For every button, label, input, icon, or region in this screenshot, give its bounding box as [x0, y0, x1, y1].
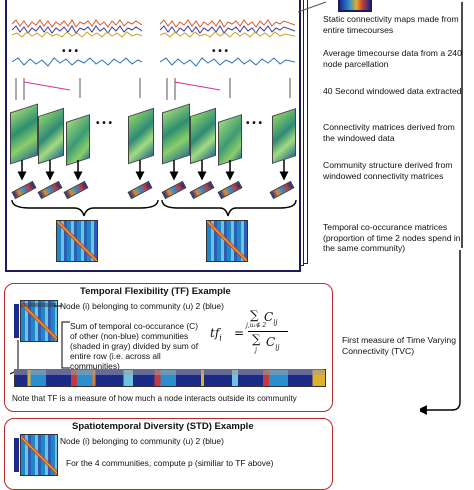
std-node-label: Node (i) belonging to community (u) 2 (b… [60, 436, 224, 446]
sum-icon: ∑ [252, 332, 261, 346]
brace-icon [161, 199, 297, 217]
ellipsis-matrices-left: • • • [96, 118, 113, 129]
note-cooccur: Temporal co-occurance matrices (proporti… [323, 222, 461, 253]
window-matrix [190, 107, 216, 165]
fraction-bar [248, 331, 288, 332]
tf-node-marker [14, 304, 19, 338]
window-matrix [162, 103, 190, 165]
window-matrix [272, 108, 296, 164]
note-community: Community structure derived from windowe… [323, 160, 453, 181]
formula-lhs: tfi [210, 326, 222, 343]
note-avg-timecourse: Average timecourse data from a 240 node … [323, 48, 462, 69]
tf-pointer [54, 305, 62, 307]
std-matrix [20, 434, 58, 476]
brace-icon [11, 199, 159, 217]
window-matrix [38, 107, 64, 165]
formula-eq: = [234, 326, 245, 340]
note-conn-matrices: Connectivity matrices derived from the w… [323, 122, 455, 143]
tf-matrix-row-highlight [20, 303, 56, 307]
formula-num-subscript: j,u₁∉ 2 [246, 322, 267, 329]
ellipsis-timecourse-left: • • • [62, 46, 79, 57]
tf-node-label: Node (i) belonging to community (u) 2 (b… [60, 301, 224, 311]
note-static-maps: Static connectivity maps made from entir… [323, 14, 459, 35]
tf-formula: tfi = ∑ Cij j,u₁∉ 2 ∑ Cij j [210, 308, 320, 358]
tf-matrix [20, 300, 58, 342]
formula-num: Cij [264, 310, 278, 327]
tf-bracket [61, 321, 70, 369]
ellipsis-matrices-right: • • • [246, 118, 263, 129]
timecourse-right [160, 19, 295, 67]
tf-footer: Note that TF is a measure of how much a … [12, 394, 297, 403]
std-box-title: Spatiotemporal Diversity (STD) Example [72, 421, 254, 432]
tf-sum-text: Sum of temporal co-occurance (C) of othe… [70, 321, 199, 371]
note-tvc: First measure of Time Varying Connectivi… [342, 335, 456, 356]
window-matrix [128, 107, 154, 165]
note-windowed: 40 Second windowed data extracted [323, 86, 462, 96]
cooccurrence-matrix [56, 220, 98, 262]
flow-arrow [420, 250, 461, 415]
std-node-marker [14, 438, 19, 472]
formula-den: Cij [266, 335, 280, 352]
tf-box-title: Temporal Flexibility (TF) Example [80, 286, 231, 297]
flow-arrow [461, 2, 463, 248]
formula-den-subscript: j [255, 347, 257, 354]
sum-icon: ∑ [250, 308, 259, 322]
tf-box [4, 283, 333, 412]
tf-strip-shade [14, 369, 324, 375]
community-arrows [17, 160, 289, 181]
window-lines [15, 78, 291, 100]
static-connectivity-strip [338, 0, 372, 12]
window-matrix [10, 103, 38, 165]
std-text: For the 4 communities, compute p (simili… [66, 458, 274, 468]
timecourse-left [12, 19, 142, 67]
connector-line [298, 1, 327, 13]
ellipsis-timecourse-right: • • • [212, 46, 229, 57]
cooccurrence-matrix [206, 220, 248, 262]
